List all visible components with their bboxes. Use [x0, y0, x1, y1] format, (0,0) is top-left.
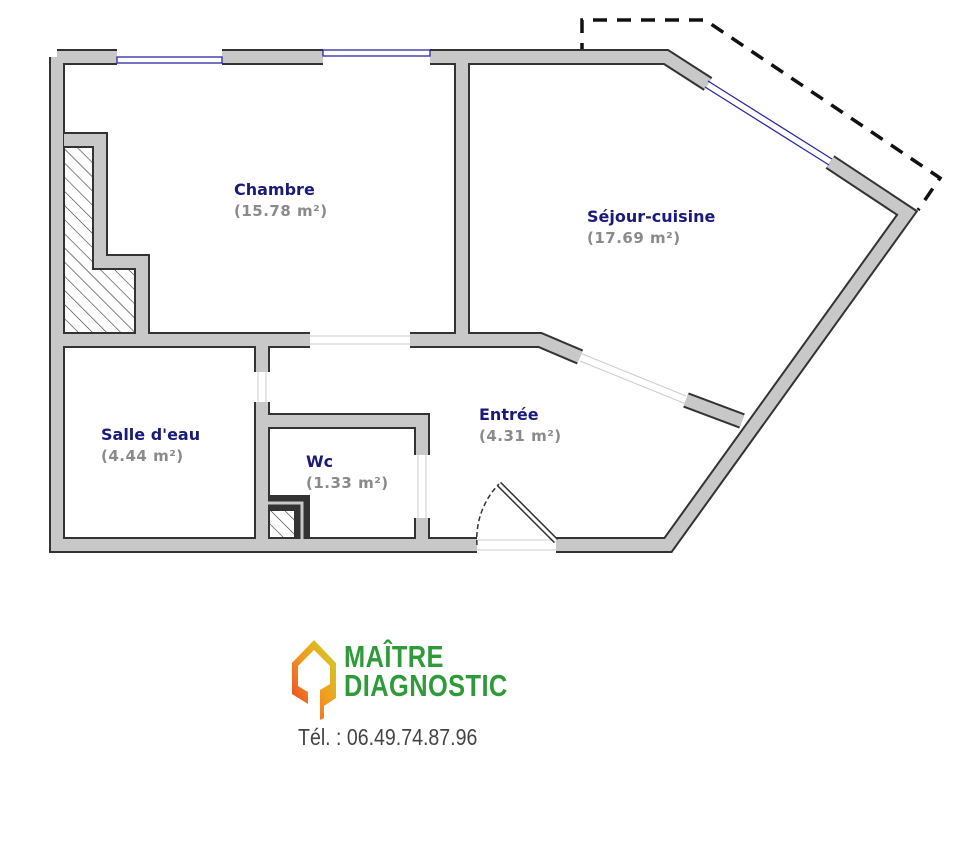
window-chambre-1: [116, 56, 223, 64]
room-name: Wc: [306, 452, 334, 471]
phone-number: Tél. : 06.49.74.87.96: [298, 724, 478, 750]
balcony-outline: [580, 18, 943, 211]
brand-line-2: DIAGNOSTIC: [344, 668, 508, 703]
room-entree: Entrée (4.31 m²): [479, 403, 562, 448]
brand-line-1: MAÎTRE: [344, 639, 444, 674]
window-sejour: [704, 80, 833, 166]
room-name: Séjour-cuisine: [587, 207, 716, 226]
room-area: (4.31 m²): [479, 427, 562, 446]
window-chambre-2: [322, 49, 431, 57]
room-sejour-cuisine: Séjour-cuisine (17.69 m²): [587, 205, 715, 250]
room-area: (1.33 m²): [306, 474, 389, 493]
walls: [49, 49, 919, 553]
room-salle-deau: Salle d'eau (4.44 m²): [101, 423, 200, 468]
house-logo-icon: [292, 640, 336, 720]
entrance-door[interactable]: [476, 481, 559, 546]
room-name: Entrée: [479, 405, 539, 424]
room-area: (15.78 m²): [234, 202, 328, 221]
room-name: Chambre: [234, 180, 315, 199]
room-wc: Wc (1.33 m²): [306, 450, 389, 495]
brand-name: MAÎTRE DIAGNOSTIC: [344, 639, 508, 703]
openings: [257, 335, 687, 551]
room-chambre: Chambre (15.78 m²): [234, 178, 328, 223]
room-name: Salle d'eau: [101, 425, 201, 444]
room-area: (4.44 m²): [101, 447, 184, 466]
room-area: (17.69 m²): [587, 229, 681, 248]
company-logo: MAÎTRE DIAGNOSTIC Tél. : 06.49.74.87.96: [262, 610, 518, 795]
windows: [116, 49, 833, 166]
